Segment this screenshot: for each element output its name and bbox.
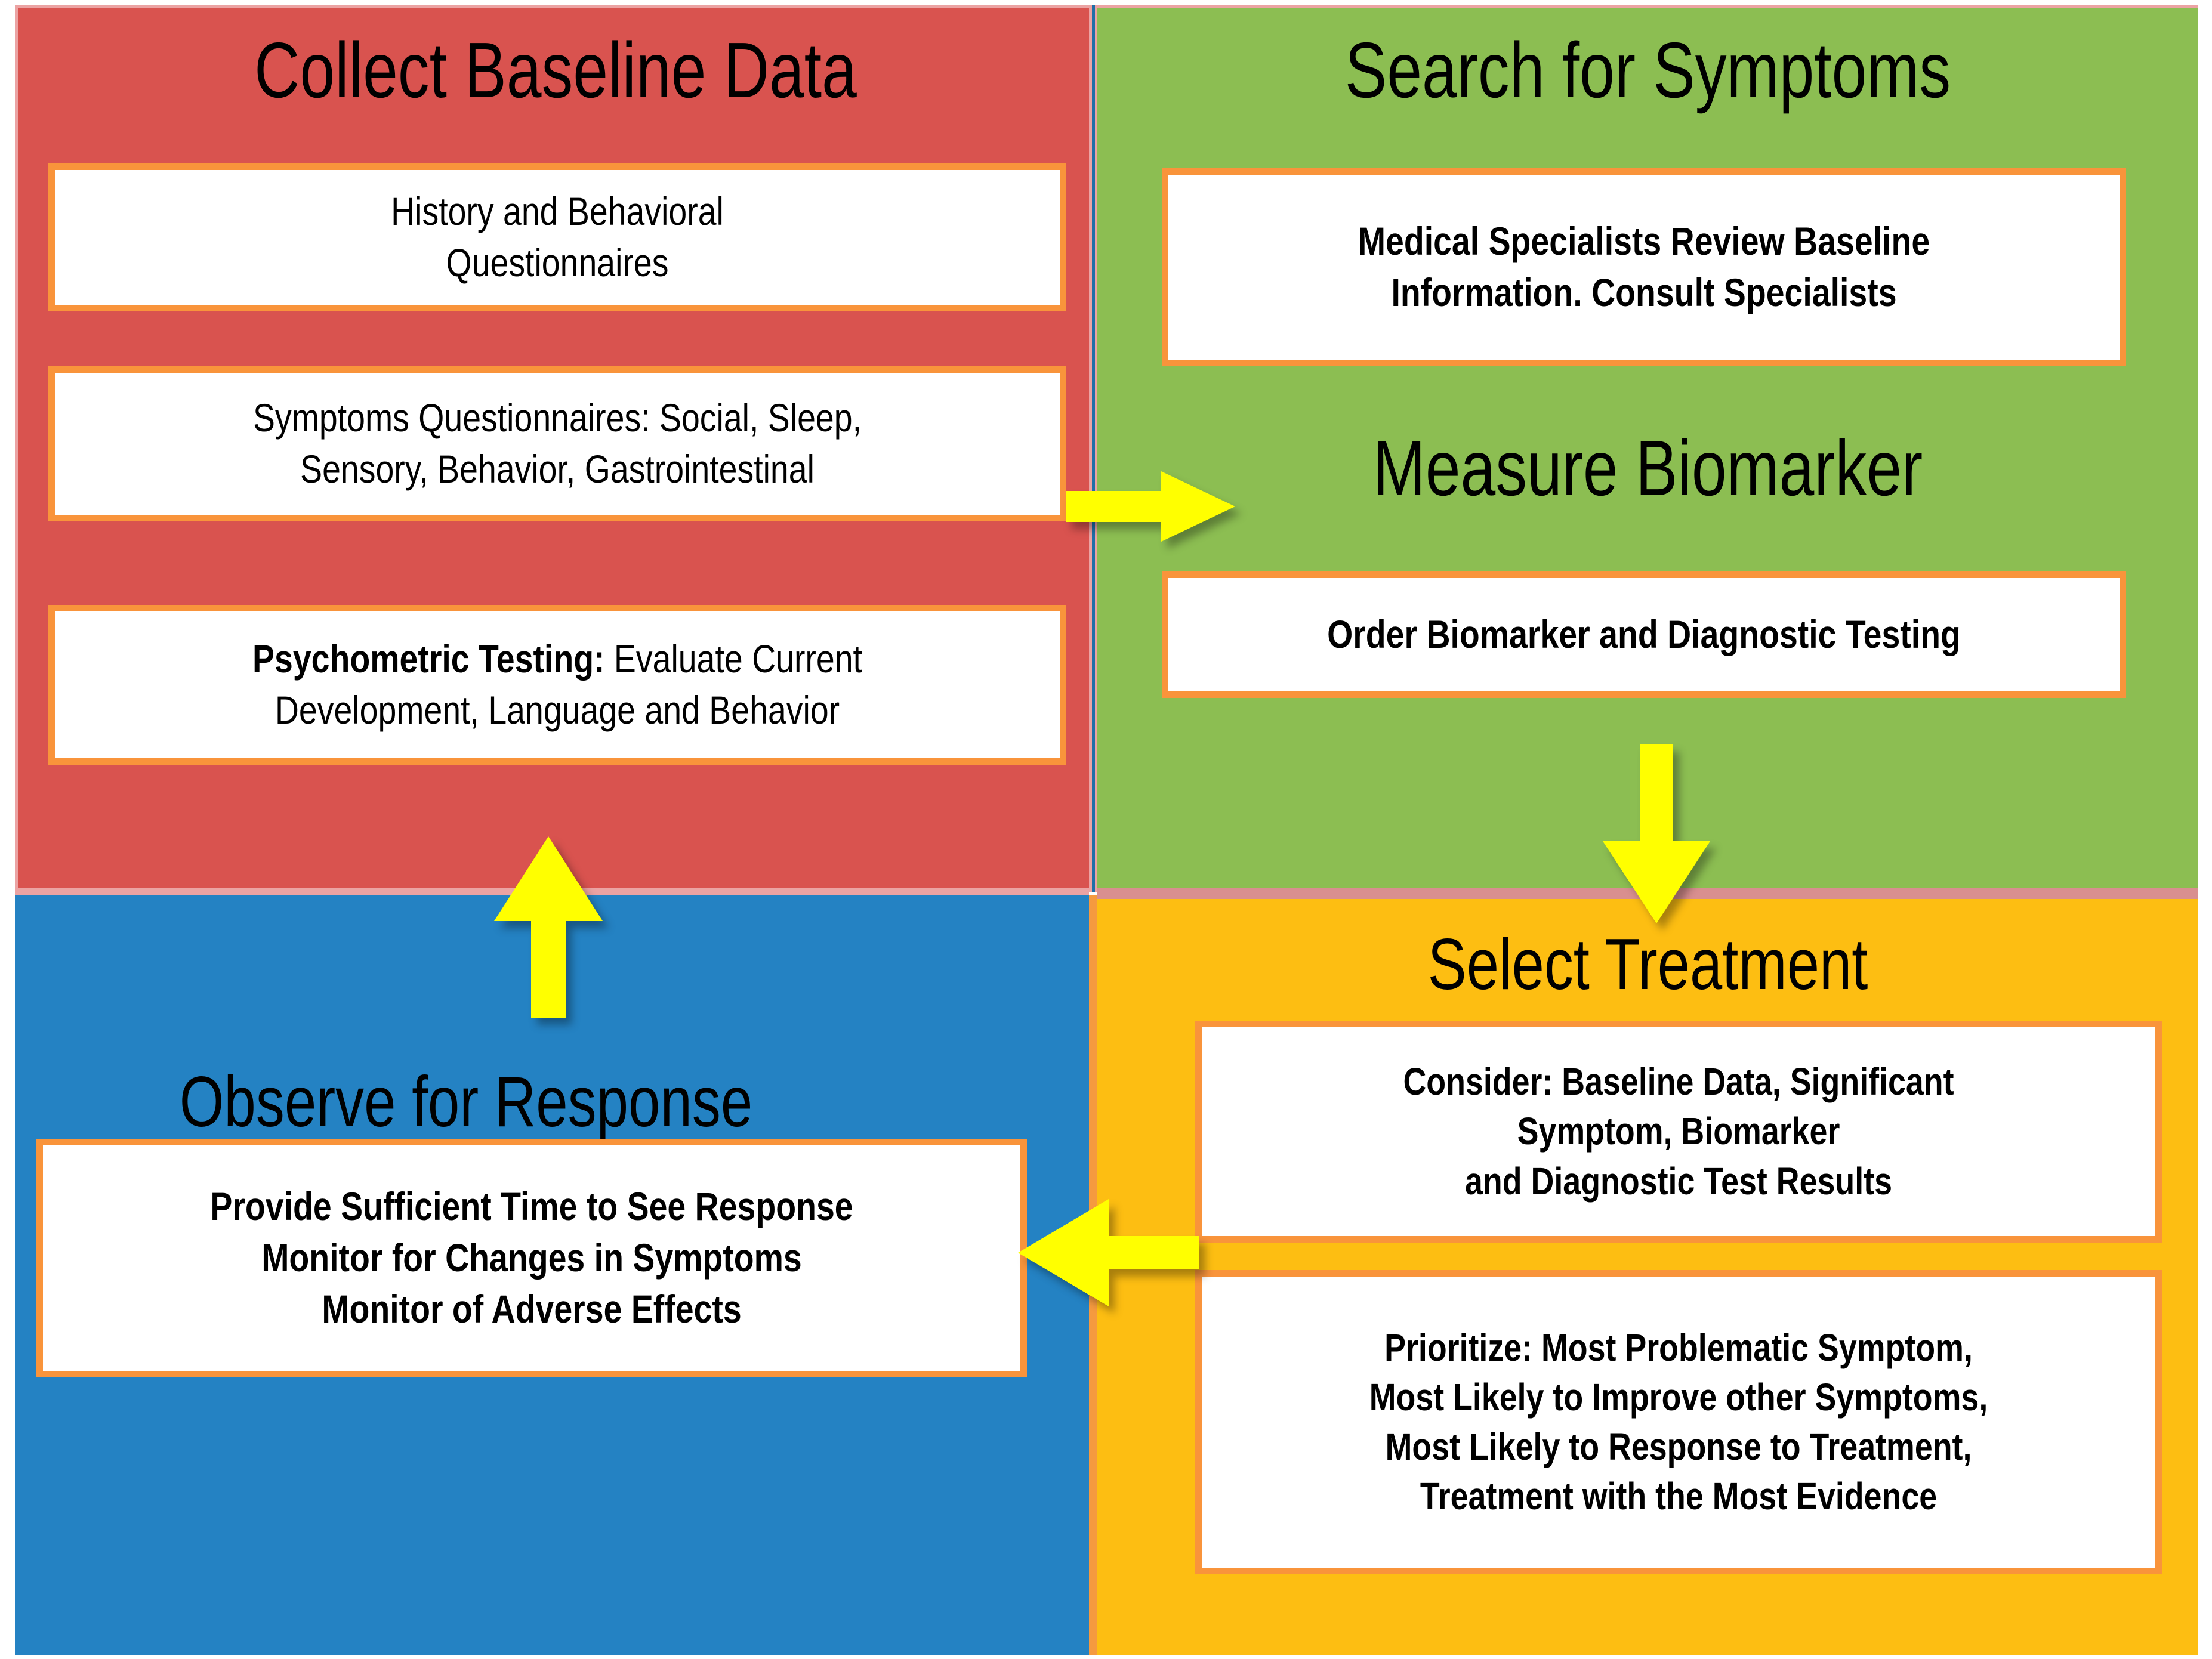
box-psychometric-testing: Psychometric Testing: Evaluate Current D… (48, 605, 1066, 765)
box-line: Most Likely to Improve other Symptoms, (1369, 1375, 1988, 1419)
box-line: Symptoms Questionnaires: Social, Sleep, (253, 396, 862, 440)
arrow-down-icon (1603, 744, 1710, 923)
arrow-up-icon (494, 836, 603, 1018)
box-line-rest: Evaluate Current (604, 637, 862, 681)
panel-collect-baseline-data: Collect Baseline Data History and Behavi… (15, 5, 1089, 892)
box-line: Treatment with the Most Evidence (1420, 1475, 1938, 1518)
box-prioritize-symptoms: Prioritize: Most Problematic Symptom, Mo… (1195, 1270, 2162, 1574)
panel-title-measure-biomarker: Measure Biomarker (1372, 424, 1923, 512)
box-line: Symptom, Biomarker (1517, 1110, 1840, 1153)
box-line: History and Behavioral (391, 189, 724, 234)
box-line: Provide Sufficient Time to See Response (210, 1184, 853, 1229)
arrow-right-icon (1066, 471, 1235, 542)
divider-vertical-top (1089, 5, 1097, 892)
box-symptoms-questionnaires: Symptoms Questionnaires: Social, Sleep, … (48, 366, 1066, 521)
box-line: Medical Specialists Review Baseline (1358, 219, 1930, 264)
panel-title-observe-for-response: Observe for Response (179, 1062, 753, 1142)
box-line: Monitor for Changes in Symptoms (261, 1235, 802, 1280)
box-line: Most Likely to Response to Treatment, (1385, 1425, 1972, 1468)
panel-select-treatment: Select Treatment Consider: Baseline Data… (1097, 895, 2198, 1655)
box-line: Sensory, Behavior, Gastrointestinal (300, 447, 815, 491)
box-line: Order Biomarker and Diagnostic Testing (1327, 612, 1961, 657)
box-line-lead: Psychometric Testing: (252, 637, 605, 681)
box-line: Development, Language and Behavior (274, 688, 840, 732)
panel-observe-for-response: Observe for Response Provide Sufficient … (15, 895, 1089, 1655)
box-line: Questionnaires (446, 240, 669, 285)
box-order-biomarker-diagnostic-testing: Order Biomarker and Diagnostic Testing (1162, 571, 2126, 698)
box-provide-sufficient-time: Provide Sufficient Time to See Response … (36, 1139, 1027, 1377)
arrow-left-icon (1018, 1199, 1199, 1306)
panel-search-for-symptoms: Search for Symptoms Medical Specialists … (1097, 5, 2198, 892)
box-history-behavioral-questionnaires: History and Behavioral Questionnaires (48, 163, 1066, 311)
box-line: and Diagnostic Test Results (1465, 1159, 1892, 1203)
box-line: Prioritize: Most Problematic Symptom, (1384, 1326, 1973, 1369)
panel-title-select-treatment: Select Treatment (1427, 923, 1868, 1005)
box-line: Information. Consult Specialists (1391, 270, 1897, 314)
box-medical-specialists-review: Medical Specialists Review Baseline Info… (1162, 168, 2126, 366)
panel-title-search-for-symptoms: Search for Symptoms (1344, 26, 1951, 114)
box-line: Monitor of Adverse Effects (322, 1286, 742, 1331)
box-consider-baseline-data: Consider: Baseline Data, Significant Sym… (1195, 1021, 2162, 1243)
box-line: Consider: Baseline Data, Significant (1403, 1060, 1954, 1104)
panel-title-collect-baseline-data: Collect Baseline Data (254, 26, 857, 114)
